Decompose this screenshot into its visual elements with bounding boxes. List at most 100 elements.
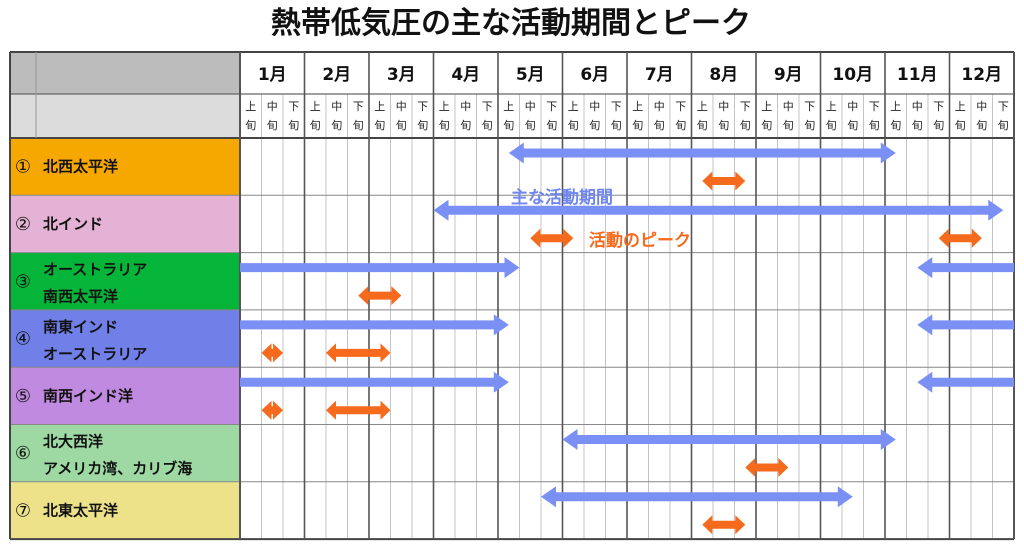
legend-activity-label: 主な活動期間 bbox=[511, 187, 613, 208]
activity-arrow bbox=[240, 314, 509, 336]
region-number: ③ bbox=[15, 271, 31, 292]
peak-arrow bbox=[530, 228, 574, 248]
subperiod-label: 旬 bbox=[740, 119, 751, 132]
subperiod-label: 上 bbox=[503, 100, 514, 113]
subperiod-label: 旬 bbox=[417, 119, 428, 132]
legend-peak-label: 活動のピーク bbox=[589, 230, 691, 251]
subperiod-label: 上 bbox=[697, 100, 708, 113]
subperiod-label: 旬 bbox=[912, 119, 923, 132]
subperiod-label: 中 bbox=[267, 100, 278, 113]
region-name: 南西インド洋 bbox=[43, 387, 133, 405]
subperiod-label: 旬 bbox=[267, 119, 278, 132]
month-label: 10月 bbox=[832, 65, 873, 85]
subperiod-label: 旬 bbox=[482, 119, 493, 132]
region-label-cell bbox=[10, 252, 240, 310]
subperiod-label: 中 bbox=[525, 100, 536, 113]
subperiod-label: 中 bbox=[589, 100, 600, 113]
month-label: 7月 bbox=[645, 65, 674, 85]
month-label: 3月 bbox=[387, 65, 416, 85]
subperiod-label: 旬 bbox=[396, 119, 407, 132]
region-number: ⑥ bbox=[15, 443, 31, 464]
chart-title: 熱帯低気圧の主な活動期間とピーク bbox=[271, 6, 751, 41]
subperiod-label: 旬 bbox=[245, 119, 256, 132]
activity-arrow bbox=[240, 257, 520, 279]
region-name: 北インド bbox=[43, 215, 103, 233]
region-name: 北東太平洋 bbox=[43, 501, 118, 519]
activity-arrow bbox=[508, 142, 896, 164]
subperiod-label: 中 bbox=[718, 100, 729, 113]
subperiod-label: 上 bbox=[245, 100, 256, 113]
region-name: 北大西洋 bbox=[43, 433, 103, 451]
subperiod-label: 上 bbox=[955, 100, 966, 113]
subperiod-label: 下 bbox=[482, 100, 493, 113]
subperiod-label: 旬 bbox=[310, 119, 321, 132]
subperiod-label: 下 bbox=[998, 100, 1009, 113]
subperiod-label: 旬 bbox=[288, 119, 299, 132]
region-name: オーストラリア bbox=[43, 345, 147, 363]
subperiod-label: 旬 bbox=[718, 119, 729, 132]
subperiod-label: 旬 bbox=[847, 119, 858, 132]
region-name: アメリカ湾、カリブ海 bbox=[43, 460, 192, 478]
region-number: ⑤ bbox=[15, 386, 31, 407]
subperiod-label: 旬 bbox=[783, 119, 794, 132]
month-label: 2月 bbox=[322, 65, 351, 85]
month-label: 11月 bbox=[897, 65, 938, 85]
subperiod-label: 旬 bbox=[761, 119, 772, 132]
subperiod-label: 下 bbox=[804, 100, 815, 113]
region-number: ⑦ bbox=[15, 500, 31, 521]
subperiod-label: 旬 bbox=[353, 119, 364, 132]
subperiod-label: 旬 bbox=[955, 119, 966, 132]
subperiod-label: 中 bbox=[976, 100, 987, 113]
subheader-corner-cell bbox=[10, 94, 240, 138]
subperiod-label: 中 bbox=[912, 100, 923, 113]
subperiod-label: 下 bbox=[740, 100, 751, 113]
month-label: 1月 bbox=[258, 65, 287, 85]
subperiod-label: 旬 bbox=[460, 119, 471, 132]
activity-arrow bbox=[433, 199, 1004, 221]
subperiod-label: 上 bbox=[761, 100, 772, 113]
region-name: 北西太平洋 bbox=[43, 158, 118, 176]
peak-arrow bbox=[326, 400, 391, 420]
subperiod-label: 中 bbox=[783, 100, 794, 113]
subperiod-label: 下 bbox=[546, 100, 557, 113]
subperiod-label: 旬 bbox=[697, 119, 708, 132]
region-label-cell bbox=[10, 309, 240, 368]
subperiod-label: 旬 bbox=[546, 119, 557, 132]
activity-arrow bbox=[240, 371, 509, 393]
month-label: 9月 bbox=[774, 65, 803, 85]
subperiod-label: 中 bbox=[460, 100, 471, 113]
subperiod-label: 上 bbox=[890, 100, 901, 113]
subperiod-label: 上 bbox=[632, 100, 643, 113]
subperiod-label: 旬 bbox=[632, 119, 643, 132]
subperiod-label: 旬 bbox=[869, 119, 880, 132]
subperiod-label: 上 bbox=[568, 100, 579, 113]
region-number: ① bbox=[15, 157, 31, 178]
subperiod-label: 中 bbox=[847, 100, 858, 113]
peak-arrow bbox=[938, 228, 982, 248]
activity-arrow bbox=[917, 371, 1014, 393]
subperiod-label: 旬 bbox=[826, 119, 837, 132]
subperiod-label: 旬 bbox=[998, 119, 1009, 132]
subperiod-label: 下 bbox=[353, 100, 364, 113]
region-label-cell bbox=[10, 367, 240, 425]
peak-arrow bbox=[702, 171, 746, 191]
region-number: ④ bbox=[15, 329, 31, 350]
peak-arrow bbox=[261, 343, 283, 363]
subperiod-label: 旬 bbox=[374, 119, 385, 132]
subperiod-label: 下 bbox=[933, 100, 944, 113]
subperiod-label: 上 bbox=[439, 100, 450, 113]
subperiod-label: 下 bbox=[611, 100, 622, 113]
activity-arrow bbox=[917, 314, 1014, 336]
month-label: 5月 bbox=[516, 65, 545, 85]
month-label: 8月 bbox=[709, 65, 738, 85]
peak-arrow bbox=[702, 515, 746, 535]
region-label-cell bbox=[10, 195, 240, 253]
subperiod-label: 旬 bbox=[439, 119, 450, 132]
region-label-cell bbox=[10, 138, 240, 196]
month-label: 6月 bbox=[580, 65, 609, 85]
subperiod-label: 旬 bbox=[525, 119, 536, 132]
subperiod-label: 上 bbox=[374, 100, 385, 113]
subperiod-label: 下 bbox=[869, 100, 880, 113]
subperiod-label: 上 bbox=[310, 100, 321, 113]
